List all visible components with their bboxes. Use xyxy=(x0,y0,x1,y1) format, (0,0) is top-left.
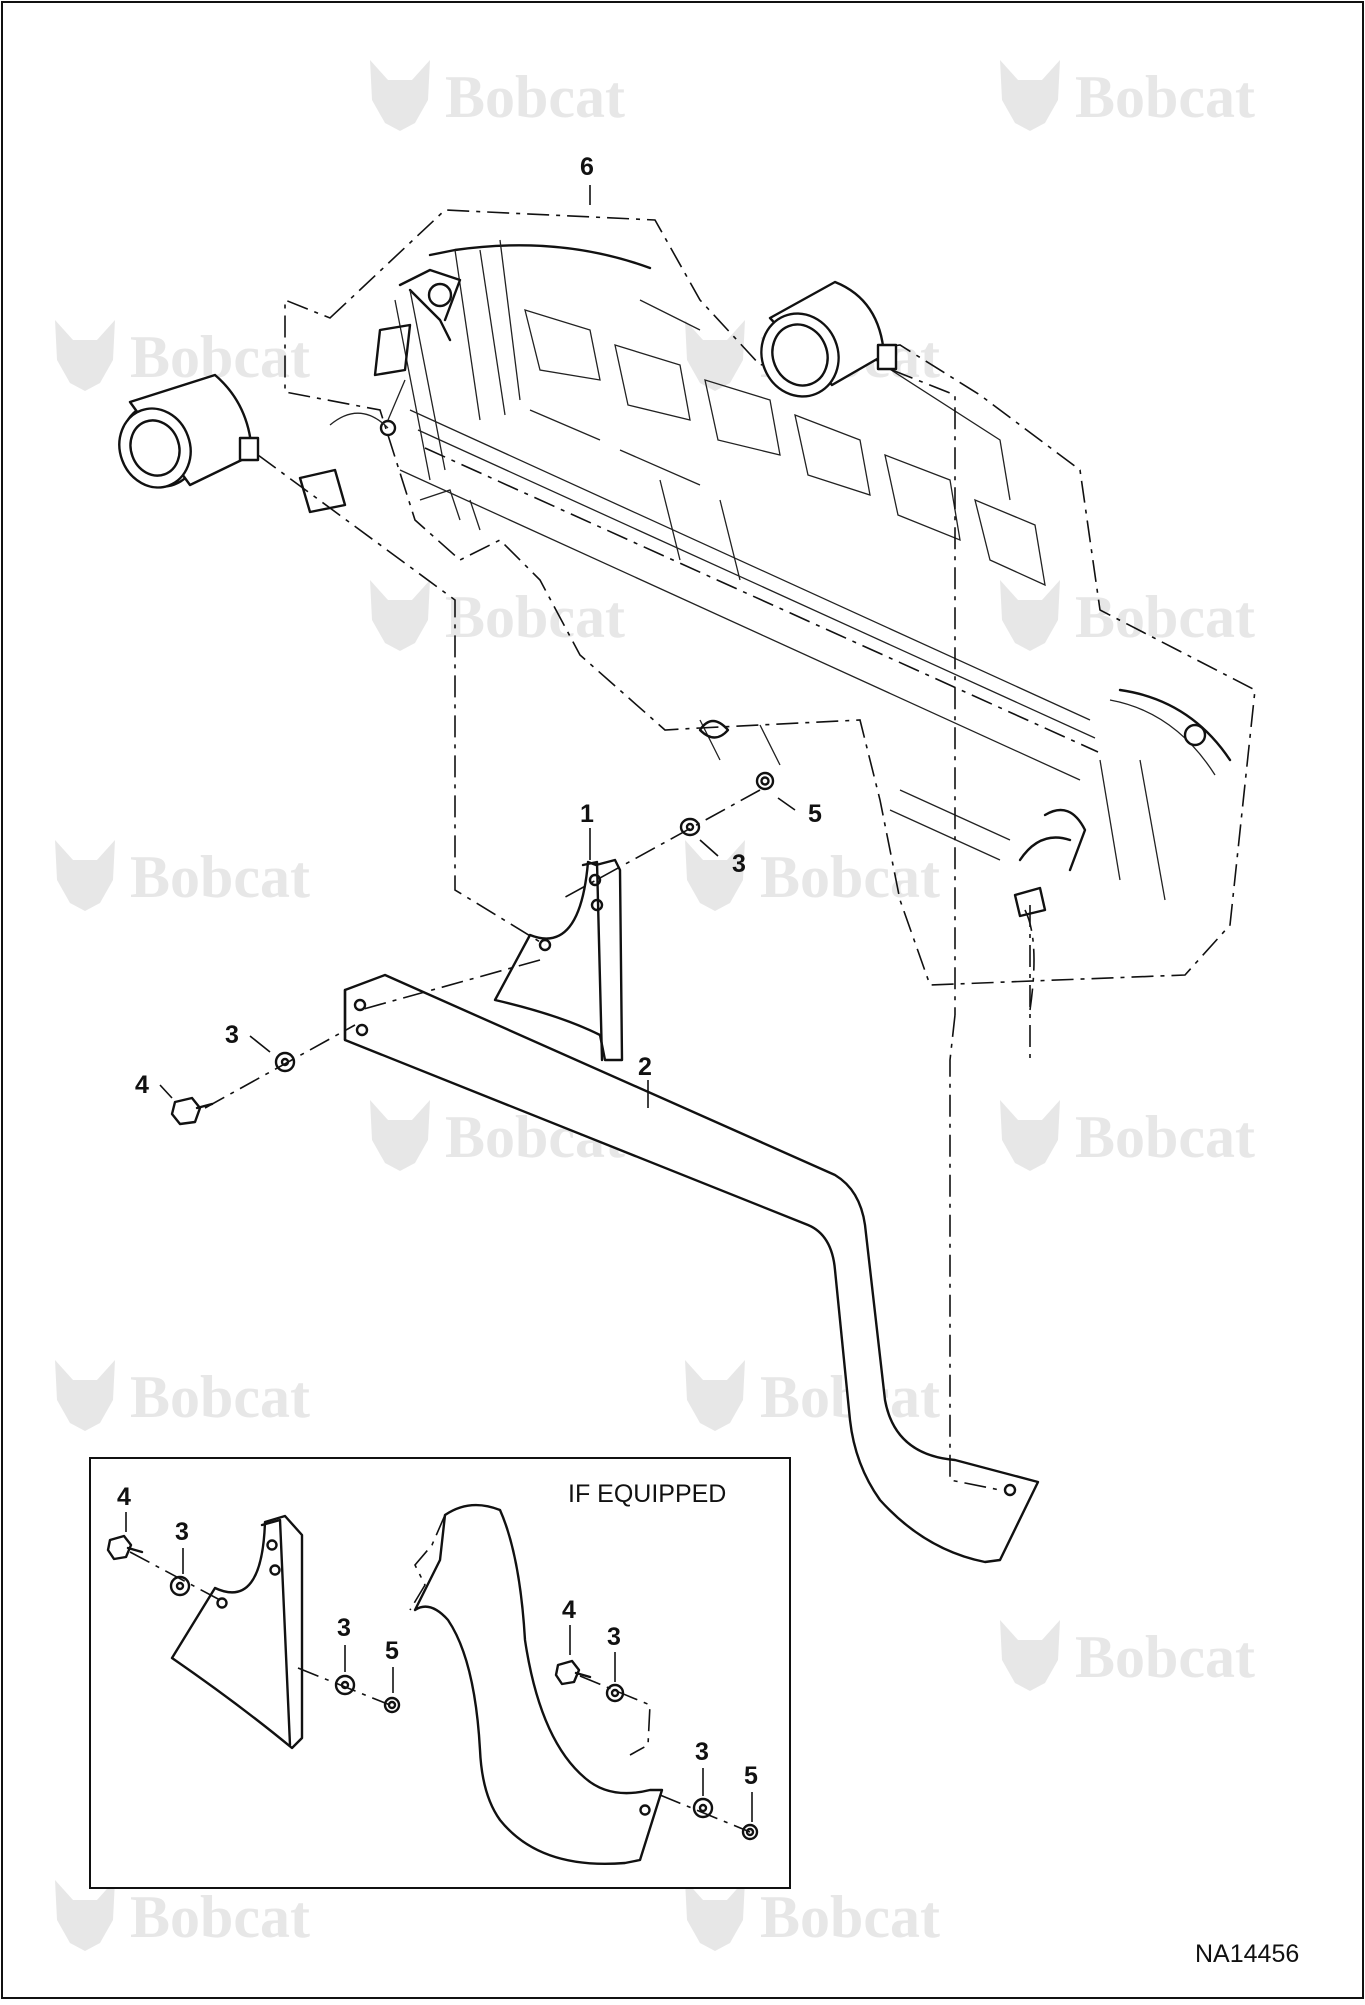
callout-6: 6 xyxy=(580,153,594,181)
inset-callout-3c: 3 xyxy=(607,1623,621,1651)
watermark-logo: Bobcat xyxy=(685,840,940,911)
bobcat-logo-icon xyxy=(685,840,745,911)
drawing-number: NA14456 xyxy=(1195,1940,1299,1968)
bobcat-logo-icon xyxy=(55,1360,115,1431)
nut-part-5 xyxy=(755,771,775,791)
inset-label: IF EQUIPPED xyxy=(568,1480,726,1508)
bracket-part-1 xyxy=(493,858,624,1062)
right-work-light xyxy=(760,280,898,398)
watermark-logo: Bobcat xyxy=(55,1360,310,1431)
callout-3b: 3 xyxy=(225,1021,239,1049)
bobcat-logo-icon xyxy=(370,60,430,131)
callout-4: 4 xyxy=(135,1071,149,1099)
bobcat-logo-icon xyxy=(685,1880,745,1951)
watermark-text: Bobcat xyxy=(445,64,625,130)
watermark-logo: Bobcat xyxy=(55,840,310,911)
watermark-logo: Bobcat xyxy=(1000,1620,1255,1691)
watermark-text: Bobcat xyxy=(760,844,940,910)
inset-callout-5a: 5 xyxy=(385,1637,399,1665)
washer-part-3b xyxy=(274,1051,296,1073)
watermark-logo: Bobcat xyxy=(55,320,310,391)
bolt-part-4 xyxy=(170,1096,202,1126)
hardware-main xyxy=(170,771,775,1126)
callout-leaders xyxy=(159,185,796,1108)
machine-section xyxy=(284,209,1256,986)
watermark-text: Bobcat xyxy=(130,844,310,910)
inset-callout-3b: 3 xyxy=(337,1614,351,1642)
watermark-text: Bobcat xyxy=(1075,584,1255,650)
callout-1: 1 xyxy=(580,800,594,828)
watermark-text: Bobcat xyxy=(1075,1624,1255,1690)
bobcat-logo-icon xyxy=(685,1360,745,1431)
watermark-logo: Bobcat xyxy=(370,60,625,131)
watermark-logo: Bobcat xyxy=(1000,60,1255,131)
watermark-logo: Bobcat xyxy=(685,1360,940,1431)
bobcat-logo-icon xyxy=(685,320,745,391)
bobcat-logo-icon xyxy=(370,1100,430,1171)
callout-5: 5 xyxy=(808,800,822,828)
left-work-light xyxy=(118,373,260,489)
watermark-text: Bobcat xyxy=(130,1364,310,1430)
bobcat-logo-icon xyxy=(1000,60,1060,131)
bracket-part-2 xyxy=(343,973,1040,1564)
watermark-text: Bobcat xyxy=(445,584,625,650)
callout-2: 2 xyxy=(638,1053,652,1081)
watermark-logo: Bobcat xyxy=(370,580,625,651)
assembly-lines xyxy=(204,369,1035,1491)
bobcat-logo-icon xyxy=(55,320,115,391)
watermark-text: Bobcat xyxy=(130,1884,310,1950)
bobcat-logo-icon xyxy=(370,580,430,651)
watermark-logo: Bobcat xyxy=(1000,580,1255,651)
bobcat-logo-icon xyxy=(1000,1100,1060,1171)
watermark-logo: Bobcat xyxy=(1000,1100,1255,1171)
inset-callout-3d: 3 xyxy=(695,1738,709,1766)
bobcat-logo-icon xyxy=(55,840,115,911)
inset-callout-4b: 4 xyxy=(562,1596,576,1624)
watermark-text: Bobcat xyxy=(1075,1104,1255,1170)
inset-callout-4a: 4 xyxy=(117,1483,131,1511)
watermark-logo: Bobcat xyxy=(685,1880,940,1951)
inset-callout-5b: 5 xyxy=(744,1762,758,1790)
bobcat-logo-icon xyxy=(1000,580,1060,651)
watermark-text: Bobcat xyxy=(1075,64,1255,130)
bobcat-logo-icon xyxy=(55,1880,115,1951)
callout-3a: 3 xyxy=(732,850,746,878)
inset-panel: IF EQUIPPED xyxy=(89,1457,791,1889)
inset-callout-3a: 3 xyxy=(175,1518,189,1546)
bobcat-logo-icon xyxy=(1000,1620,1060,1691)
watermark-logo: Bobcat xyxy=(55,1880,310,1951)
watermark-text: Bobcat xyxy=(760,1884,940,1950)
